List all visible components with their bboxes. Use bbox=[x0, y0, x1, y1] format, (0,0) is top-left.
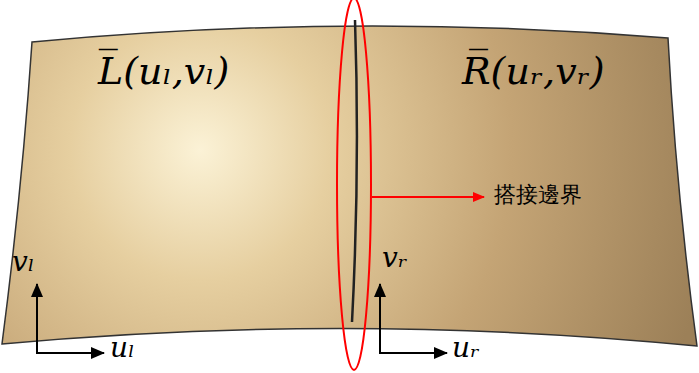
surface-label: R̅(uᵣ,vᵣ) bbox=[462, 52, 605, 90]
curved-surface bbox=[2, 26, 697, 346]
highlight-ellipse bbox=[337, 0, 371, 370]
seam-line bbox=[352, 20, 357, 322]
axis-arrow bbox=[379, 284, 381, 354]
axis-label: vₗ bbox=[12, 248, 35, 276]
boundary-label: 搭接邊界 bbox=[494, 184, 582, 206]
axis-label: vᵣ bbox=[382, 244, 408, 272]
axis-arrow bbox=[36, 284, 38, 354]
axis-arrow bbox=[36, 352, 104, 354]
axis-label: uᵣ bbox=[452, 334, 480, 362]
axis-arrow bbox=[379, 352, 447, 354]
surface-label: L̅(uₗ,vₗ) bbox=[98, 52, 229, 90]
axis-label: uₗ bbox=[110, 334, 135, 362]
pointer-arrow bbox=[372, 196, 484, 198]
